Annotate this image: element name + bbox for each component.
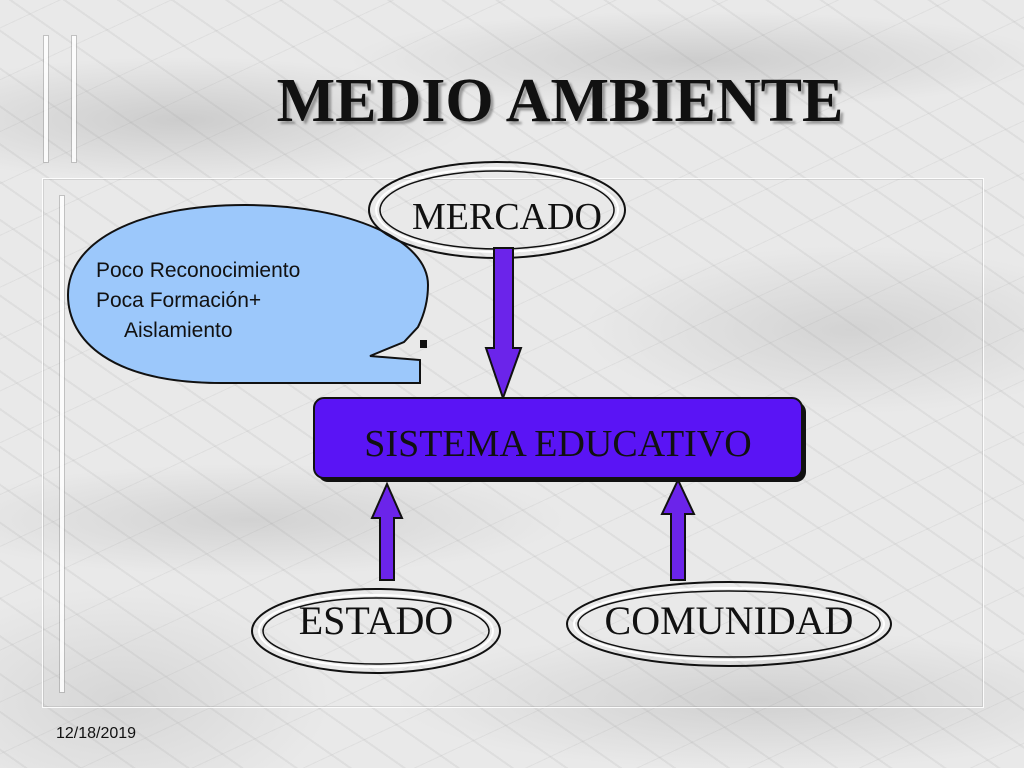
sistema-box xyxy=(313,397,803,479)
estado-ellipse-outer xyxy=(251,588,501,674)
frame-bar-top-left xyxy=(44,36,48,162)
frame-bar-top-left-outer xyxy=(72,36,76,162)
comunidad-ellipse-outer xyxy=(566,581,892,667)
mercado-label: MERCADO xyxy=(411,196,603,238)
sistema-educativo-label: SISTEMA EDUCATIVO xyxy=(364,423,752,465)
arrow-comunidad-to-sistema xyxy=(660,477,696,581)
callout-bubble xyxy=(66,203,430,384)
content-frame xyxy=(42,178,984,708)
arrow-estado-to-sistema xyxy=(370,481,404,581)
slide-date: 12/18/2019 xyxy=(56,725,137,742)
callout-line-1: Poco Reconocimiento xyxy=(96,259,301,282)
frame-bar-left xyxy=(60,196,64,692)
arrow-mercado-to-sistema xyxy=(484,247,523,402)
callout-line-3: Aislamiento xyxy=(124,319,233,342)
comunidad-label: COMUNIDAD xyxy=(604,598,854,643)
callout-tail-mark xyxy=(420,340,427,348)
callout-text: Poco Reconocimiento Poca Formación+ Aisl… xyxy=(96,256,300,346)
callout-line-2: Poca Formación+ xyxy=(96,289,262,312)
slide-title: MEDIO AMBIENTE xyxy=(276,67,844,135)
estado-label: ESTADO xyxy=(298,598,454,643)
